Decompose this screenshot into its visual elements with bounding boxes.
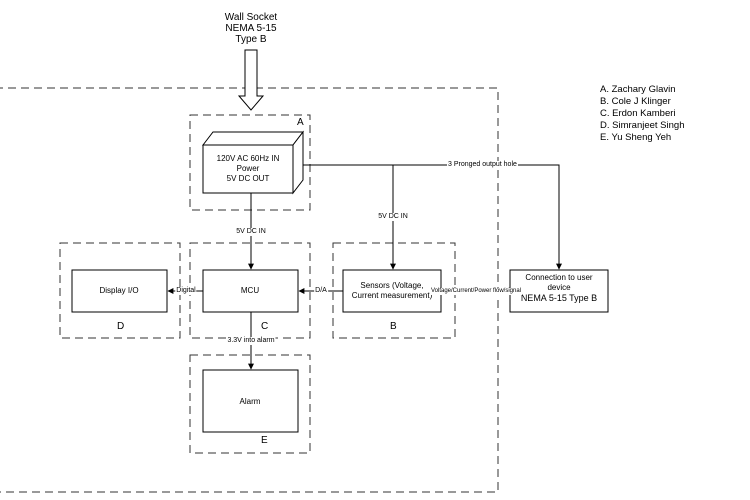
connection-label: Connection to user device NEMA 5-15 Type… — [521, 273, 597, 304]
edge-label-voltage-current: Voltage/Current/Power flow/signal — [429, 288, 523, 295]
module-d-letter: D — [117, 321, 125, 332]
module-a-letter: A — [297, 117, 304, 128]
power-cube — [201, 130, 305, 195]
wall-socket-line3: Type B — [235, 34, 267, 45]
edge-label-power-to-mcu: 5V DC IN — [235, 228, 267, 236]
legend-item-a: A. Zachary Glavin — [600, 84, 676, 95]
power-label: 120V AC 60Hz IN Power 5V DC OUT — [217, 154, 280, 184]
display-label: Display I/O — [99, 286, 139, 295]
alarm-label: Alarm — [239, 397, 261, 406]
power-line3: 5V DC OUT — [226, 174, 270, 183]
edge-pronged-output — [393, 164, 562, 270]
wall-socket-line2: NEMA 5-15 — [225, 23, 277, 34]
legend-item-d: D. Simranjeet Singh — [600, 120, 685, 131]
mcu-label: MCU — [240, 286, 260, 295]
connection-line2: device — [547, 283, 571, 292]
edge-label-digital: Digital — [175, 287, 197, 295]
sensors-line2: Current measurement) — [351, 291, 433, 300]
wall-socket-arrow — [237, 49, 265, 111]
legend-item-c: C. Erdon Kamberi — [600, 108, 676, 119]
edge-label-power-to-sensors: 5V DC IN — [377, 213, 409, 221]
legend-item-e: E. Yu Sheng Yeh — [600, 132, 672, 143]
mcu-box — [202, 269, 299, 313]
power-line1: 120V AC 60Hz IN — [216, 154, 280, 163]
display-box — [71, 269, 168, 313]
alarm-box — [202, 369, 299, 433]
connection-line1: Connection to user — [525, 273, 593, 282]
module-d-boundary — [59, 242, 181, 339]
legend-item-b: B. Cole J Klinger — [600, 96, 671, 107]
wall-socket-line1: Wall Socket — [224, 12, 278, 23]
sensors-line1: Sensors (Voltage, — [360, 281, 424, 290]
edge-label-alarm-in: 3.3V into alarm — [226, 337, 276, 345]
team-legend: A. Zachary Glavin B. Cole J Klinger C. E… — [600, 84, 684, 144]
wall-socket-label: Wall Socket NEMA 5-15 Type B — [225, 12, 277, 45]
module-e-boundary — [189, 354, 311, 454]
sensors-label: Sensors (Voltage, Current measurement) — [352, 281, 432, 301]
module-c-letter: C — [261, 321, 269, 332]
module-e-letter: E — [261, 435, 268, 446]
sensors-box — [342, 269, 442, 313]
connection-line3: NEMA 5-15 Type B — [520, 293, 598, 303]
power-line2: Power — [236, 164, 260, 173]
module-b-letter: B — [390, 321, 397, 332]
module-a-boundary — [189, 114, 311, 211]
connection-box — [509, 269, 609, 313]
edge-label-pronged: 3 Pronged output hole — [447, 161, 518, 169]
edge-label-da: D/A — [314, 287, 328, 295]
